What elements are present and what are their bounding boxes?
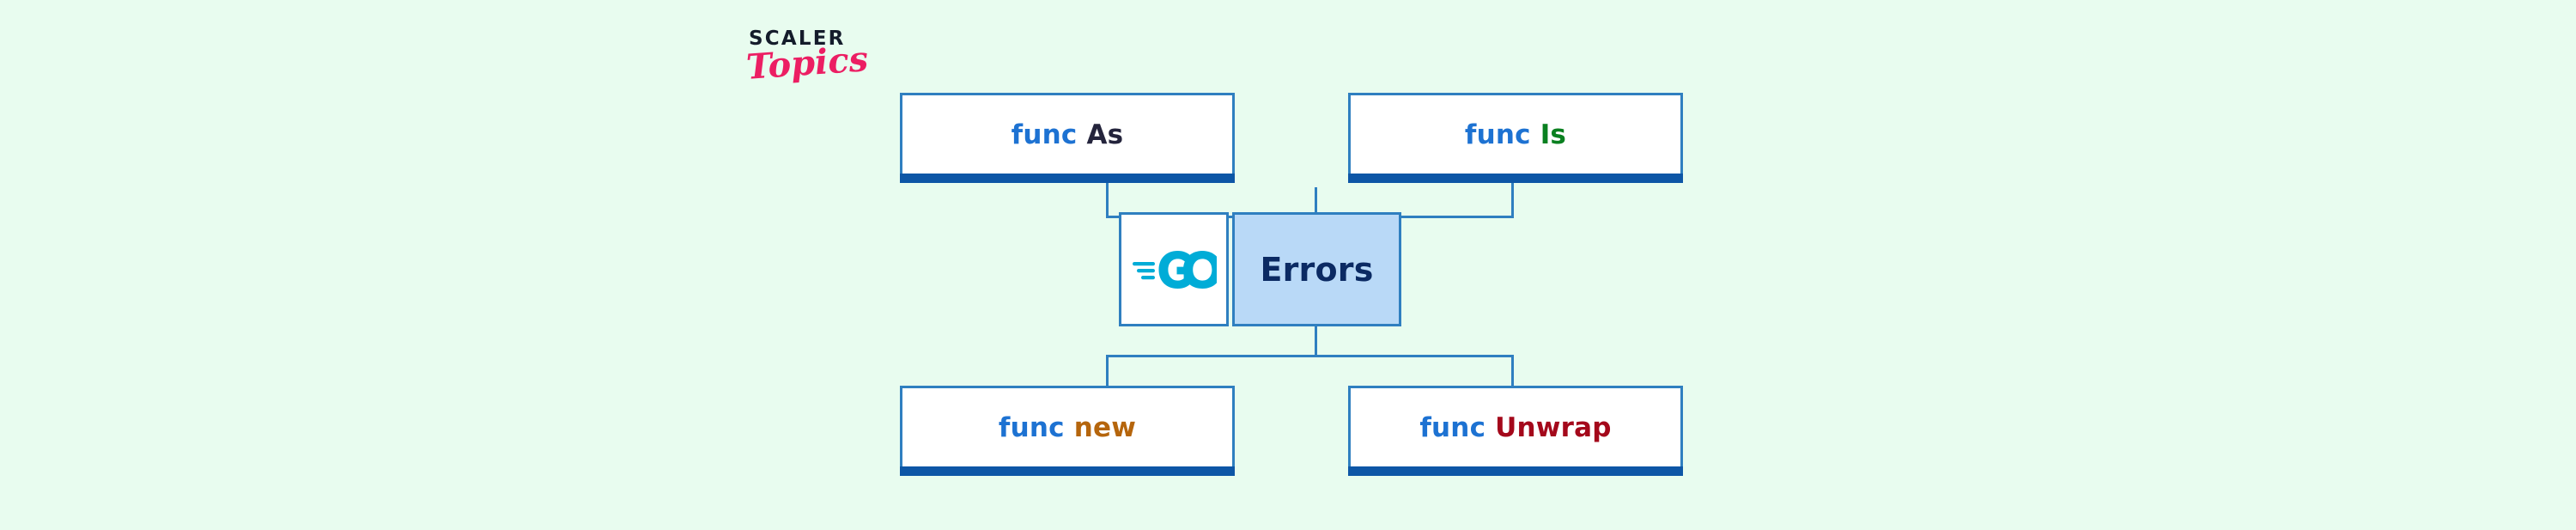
connector-bottom-stem <box>1315 320 1317 357</box>
go-logo-box <box>1119 212 1229 326</box>
identifier-new: new <box>1073 411 1137 443</box>
node-func-new-label: func new <box>999 412 1136 443</box>
identifier-as: As <box>1086 119 1124 150</box>
connector-func-is-drop <box>1511 174 1514 218</box>
node-func-as[interactable]: func As <box>900 93 1235 183</box>
connector-bottom-bar <box>1106 355 1514 357</box>
node-func-new[interactable]: func new <box>900 386 1235 476</box>
connector-top-stem <box>1315 187 1317 222</box>
keyword-func: func <box>998 411 1065 443</box>
node-func-unwrap-label: func Unwrap <box>1419 412 1611 443</box>
connector-func-new-drop <box>1106 355 1109 386</box>
node-errors[interactable]: Errors <box>1232 212 1401 326</box>
identifier-is: Is <box>1540 119 1567 150</box>
keyword-func: func <box>1464 119 1531 150</box>
node-func-unwrap[interactable]: func Unwrap <box>1348 386 1683 476</box>
logo-topics-text: Topics <box>744 39 870 88</box>
node-func-is-label: func Is <box>1465 119 1566 150</box>
node-func-as-label: func As <box>1012 119 1124 150</box>
keyword-func: func <box>1011 119 1078 150</box>
go-gopher-logo-icon <box>1131 247 1217 292</box>
scaler-topics-logo: SCALER Topics <box>745 29 883 108</box>
logo-scaler-text: SCALER <box>749 27 846 50</box>
keyword-func: func <box>1419 411 1486 443</box>
connector-func-as-drop <box>1106 174 1109 218</box>
identifier-unwrap: Unwrap <box>1495 411 1612 443</box>
node-errors-label: Errors <box>1260 250 1374 289</box>
connector-func-unwrap-drop <box>1511 355 1514 386</box>
node-func-is[interactable]: func Is <box>1348 93 1683 183</box>
